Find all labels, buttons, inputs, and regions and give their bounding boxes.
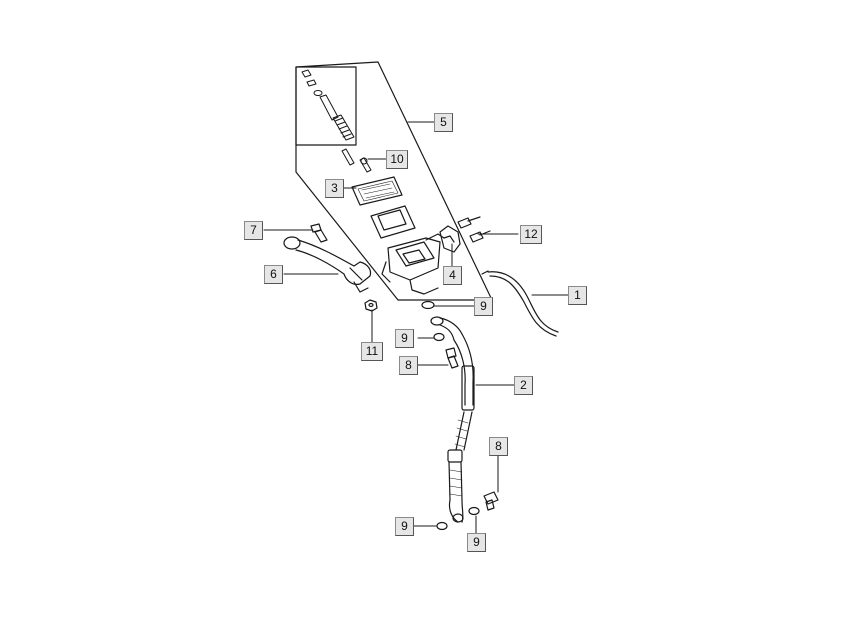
callout-3: 3 <box>325 179 344 198</box>
callout-8-lower: 8 <box>489 437 508 456</box>
master-cylinder-body <box>381 233 445 295</box>
diaphragm <box>370 205 416 239</box>
callout-9-lower-right: 9 <box>467 533 486 552</box>
callout-5: 5 <box>434 113 453 132</box>
assembly-outline <box>295 61 493 301</box>
brake-lever <box>283 236 372 293</box>
washer-upper <box>421 300 435 310</box>
part-11-nut <box>364 299 378 312</box>
washer-mid <box>433 332 445 342</box>
callout-9-lower-left: 9 <box>395 517 414 536</box>
part-7-bolt <box>310 223 328 243</box>
callout-1: 1 <box>568 286 587 305</box>
piston-kit <box>301 69 355 141</box>
callout-7: 7 <box>244 221 263 240</box>
banjo-upper <box>430 316 463 341</box>
callout-11: 11 <box>361 342 383 361</box>
callout-4: 4 <box>443 266 462 285</box>
part-8-upper-bolt <box>445 347 459 369</box>
callout-9-mid: 9 <box>395 329 414 348</box>
reservoir-cap <box>351 176 403 206</box>
leader-lines <box>263 121 569 535</box>
callout-6: 6 <box>264 265 283 284</box>
part-10-pins <box>341 148 372 173</box>
callout-12: 12 <box>520 225 542 244</box>
callout-10: 10 <box>386 150 408 169</box>
callout-9-upper: 9 <box>474 297 493 316</box>
callout-8-upper: 8 <box>399 356 418 375</box>
washer-lower-left <box>436 521 448 531</box>
part-1-cable <box>481 270 559 337</box>
washer-lower-right <box>468 506 480 516</box>
callout-2: 2 <box>514 376 533 395</box>
part-2-brake-hose <box>447 333 475 523</box>
part-8-lower-bolt <box>483 491 499 511</box>
part-4-boot <box>439 225 461 253</box>
piston-kit-inset <box>295 66 357 146</box>
